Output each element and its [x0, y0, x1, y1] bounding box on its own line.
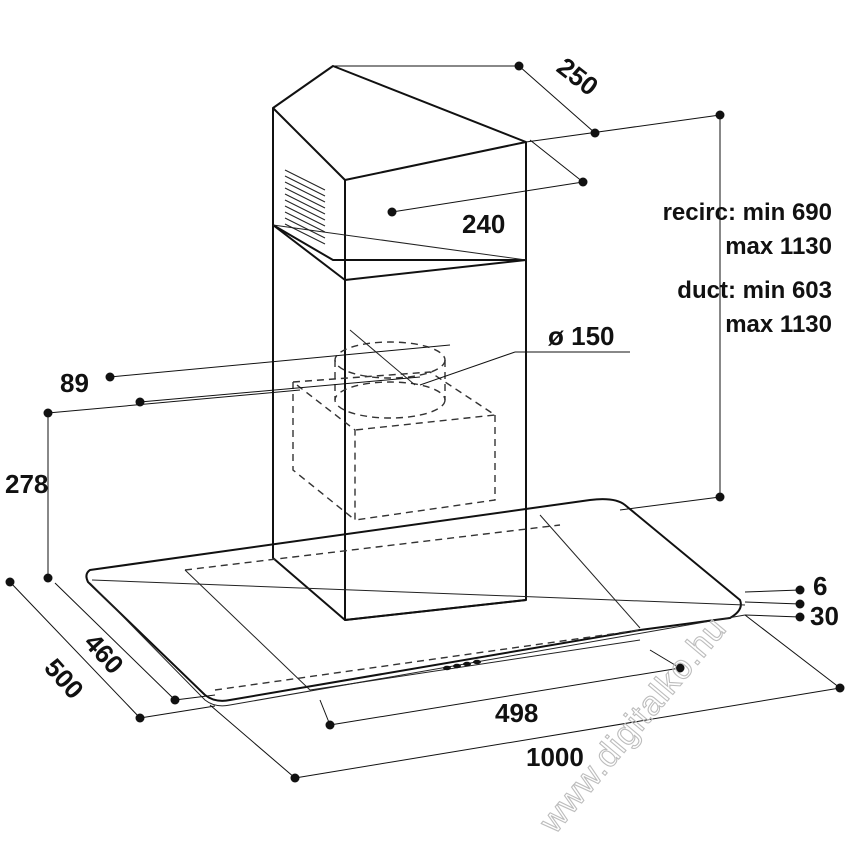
- glass-thickness-label: 6: [813, 571, 827, 601]
- chimney-upper-section: [272, 65, 527, 280]
- inner-depth-label: 460: [78, 627, 129, 679]
- inner-width-label: 498: [495, 698, 538, 728]
- total-depth-label: 500: [38, 652, 89, 704]
- hidden-motor-housing: [292, 329, 498, 522]
- total-width-label: 1000: [526, 742, 584, 772]
- glass-canopy: [85, 498, 746, 707]
- motor-height-label: 278: [5, 469, 48, 499]
- dimension-lines: [9, 65, 841, 779]
- dimension-dots: [5, 61, 845, 783]
- duct-min-note: duct: min 603: [677, 277, 832, 304]
- duct-max-note: max 1130: [725, 311, 832, 338]
- chimney-lower-section: [272, 224, 527, 621]
- vent-slots: [284, 169, 326, 245]
- motor-offset-label: 89: [60, 368, 89, 398]
- recirc-min-note: recirc: min 690: [663, 199, 832, 226]
- chimney-width-label: 240: [462, 209, 505, 239]
- duct-diameter-label: ø 150: [548, 321, 615, 351]
- canopy-height-label: 30: [810, 601, 839, 631]
- control-buttons: [443, 659, 481, 671]
- recirc-max-note: max 1130: [725, 233, 832, 260]
- chimney-depth-label: 250: [551, 51, 604, 101]
